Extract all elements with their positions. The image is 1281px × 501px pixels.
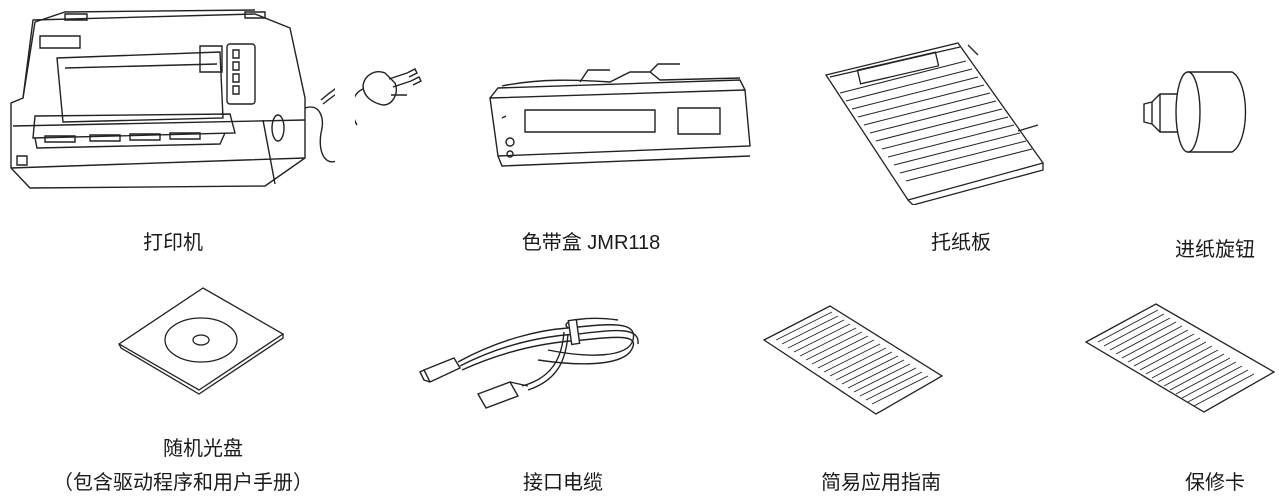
quick-guide-sheet-icon	[760, 302, 945, 417]
cd-disc-icon	[115, 282, 285, 397]
power-plug-icon	[355, 55, 435, 135]
paper-feed-knob-icon	[1130, 62, 1260, 162]
warranty-card-icon	[1082, 300, 1277, 415]
printer-label: 打印机	[143, 230, 203, 254]
ribbon-cartridge-label: 色带盒 JMR118	[521, 232, 661, 254]
ribbon-cartridge-icon	[480, 58, 760, 178]
feed-knob-label: 进纸旋钮	[1175, 237, 1255, 261]
dot-matrix-printer-icon	[5, 8, 335, 194]
paper-tray-label: 托纸板	[931, 230, 991, 254]
usb-cable-icon	[418, 300, 648, 420]
cable-label: 接口电缆	[523, 470, 603, 494]
cd-sublabel: （包含驱动程序和用户手册）	[53, 470, 313, 494]
paper-support-tray-icon	[818, 35, 1053, 205]
cd-label: 随机光盘	[163, 436, 243, 460]
guide-label: 简易应用指南	[821, 470, 941, 494]
warranty-label: 保修卡	[1185, 470, 1245, 494]
